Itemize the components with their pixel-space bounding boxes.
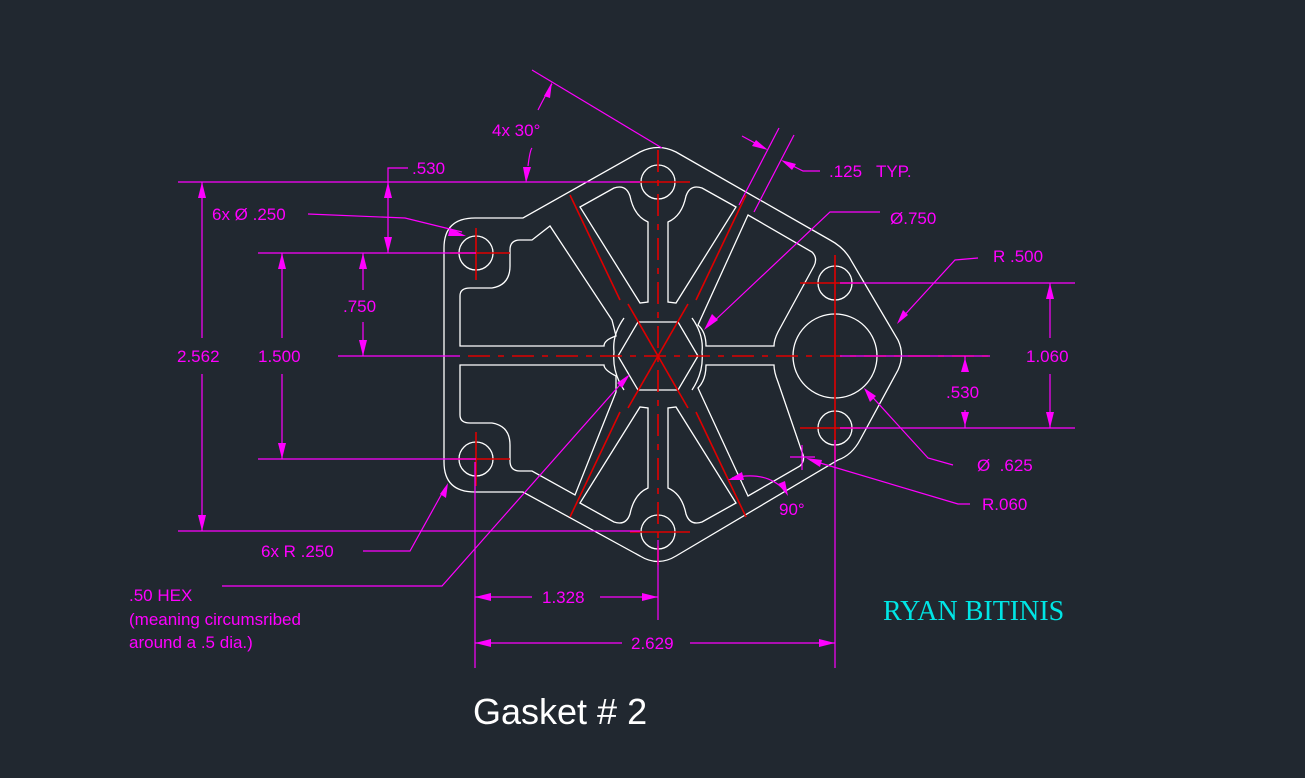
center-hub [613,317,703,391]
dim-right-hole-spacing: 1.060 [1026,347,1069,366]
dim-half-spacing: .750 [343,297,376,316]
window-top-right [667,186,737,304]
dimension-lines [178,69,1075,668]
dim-right-bore: Ø .625 [977,456,1033,475]
dim-bolt-spacing: 1.500 [258,347,301,366]
window-top-left [579,186,649,304]
dim-overall-height: 2.562 [177,347,220,366]
dim-center-offset-x: 1.328 [542,588,585,607]
window-left-upper [459,225,617,347]
dim-angle: 4x 30° [492,121,540,140]
hex-note-line3: around a .5 dia.) [129,633,253,652]
dim-hole-callout: 6x Ø .250 [212,205,286,224]
dim-overall-width: 2.629 [631,634,674,653]
window-bottom-right [667,406,737,524]
gasket-outline [443,146,903,563]
dim-corner-radius: 6x R .250 [261,542,334,561]
dim-right-angle: 90° [779,500,805,519]
window-bottom-left [579,406,649,524]
window-right-lower [697,364,805,497]
drawing-title: Gasket # 2 [473,691,647,732]
hex-note-line2: (meaning circumsribed [129,610,301,629]
dim-fillet-radius: R.060 [982,495,1027,514]
window-right-upper [697,214,817,347]
window-left-lower [459,364,617,496]
dimension-labels: 2.562 1.500 .750 .530 6x Ø .250 4x 30° .… [129,121,1069,653]
dim-right-half-spacing: .530 [946,383,979,402]
dim-web-thickness: .125 TYP. [829,162,912,181]
hex-note-line1: .50 HEX [129,586,192,605]
dim-top-offset: .530 [412,159,445,178]
outer-profile [443,146,903,563]
dim-center-dia: Ø.750 [890,209,936,228]
author-name: RYAN BITINIS [883,596,1064,627]
dim-lobe-radius: R .500 [993,247,1043,266]
